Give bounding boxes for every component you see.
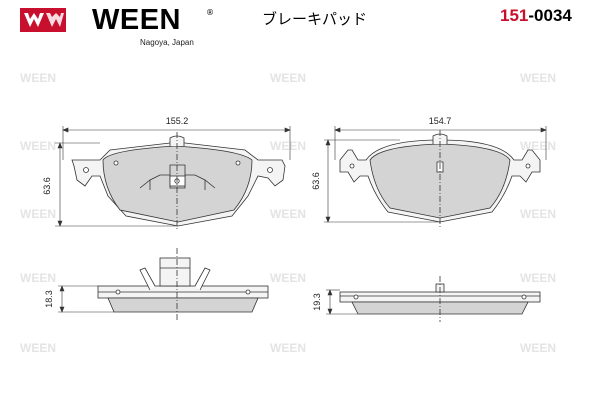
part-number: 151-0034 xyxy=(500,6,572,26)
ween-logo-icon xyxy=(20,8,66,32)
pad2-thickness-dimension xyxy=(326,289,358,315)
pad2-height-dimension xyxy=(324,139,440,223)
ween-logo xyxy=(20,8,66,32)
pad1-height-label: 63.6 xyxy=(42,177,52,195)
pad2-friction xyxy=(369,143,511,219)
registered-mark: ® xyxy=(206,8,214,17)
watermark-grid: WEEN WEEN WEEN WEEN WEEN WEEN WEEN WEEN … xyxy=(20,71,556,355)
watermark-text: WEEN xyxy=(520,271,556,285)
pad2-thickness-label: 19.3 xyxy=(312,293,322,311)
pad1-thickness-dimension xyxy=(58,285,114,313)
watermark-text: WEEN xyxy=(520,341,556,355)
pad1-height-dimension xyxy=(55,142,178,227)
watermark-text: WEEN xyxy=(270,341,306,355)
part-number-prefix: 151 xyxy=(500,6,529,25)
watermark-text: WEEN xyxy=(270,71,306,85)
watermark-text: WEEN xyxy=(520,207,556,221)
watermark-text: WEEN xyxy=(20,71,56,85)
part-number-suffix: -0034 xyxy=(528,6,572,25)
brand-location: Nagoya, Japan xyxy=(140,38,194,47)
pad1-width-dimension xyxy=(62,126,291,160)
watermark-text: WEEN xyxy=(20,341,56,355)
watermark-text: WEEN xyxy=(270,207,306,221)
pad1-front-view xyxy=(71,132,286,230)
pad2-side-view xyxy=(339,276,541,322)
brand-name: WEEN xyxy=(92,4,181,36)
watermark-text: WEEN xyxy=(520,71,556,85)
pad2-width-dimension xyxy=(334,126,547,160)
watermark-text: WEEN xyxy=(270,139,306,153)
watermark-text: WEEN xyxy=(20,139,56,153)
watermark-text: WEEN xyxy=(270,271,306,285)
watermark-text: WEEN xyxy=(20,207,56,221)
product-title: ブレーキパッド xyxy=(262,10,368,28)
pad2-front-view xyxy=(339,130,541,228)
pad1-width-label: 155.2 xyxy=(166,116,189,126)
pad1-thickness-label: 18.3 xyxy=(44,290,54,308)
watermark-text: WEEN xyxy=(20,271,56,285)
pad2-height-label: 63.6 xyxy=(311,172,321,190)
pad1-spring-clip xyxy=(139,164,216,190)
pad2-width-label: 154.7 xyxy=(429,116,452,126)
watermark-text: WEEN xyxy=(520,139,556,153)
pad1-side-view xyxy=(97,248,269,322)
